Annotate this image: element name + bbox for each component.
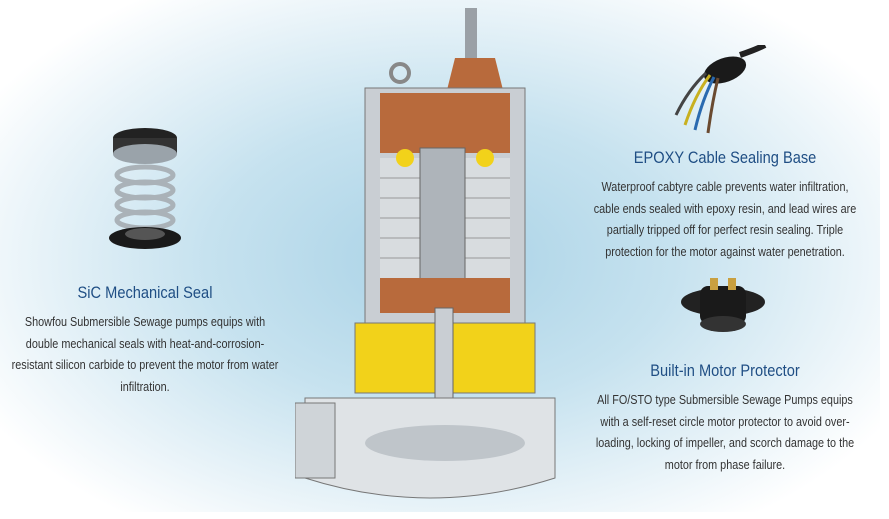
feature-description: Waterproof cabtyre cable prevents water … [593,180,857,259]
feature-title: SiC Mechanical Seal [77,283,213,302]
feature-epoxy-cable-sealing-base: EPOXY Cable Sealing Base Waterproof cabt… [565,147,885,263]
pump-cutaway-illustration [295,8,556,499]
feature-sic-mechanical-seal: SiC Mechanical Seal Showfou Submersible … [0,282,305,398]
feature-title: EPOXY Cable Sealing Base [633,148,817,167]
cable-base-image [674,45,767,134]
feature-built-in-motor-protector: Built-in Motor Protector All FO/STO type… [565,360,885,476]
feature-description: All FO/STO type Submersible Sewage Pumps… [595,393,855,472]
motor-protector-image [681,278,765,332]
mechanical-seal-image [109,128,181,249]
feature-title: Built-in Motor Protector [650,361,800,380]
feature-description: Showfou Submersible Sewage pumps equips … [11,315,279,394]
